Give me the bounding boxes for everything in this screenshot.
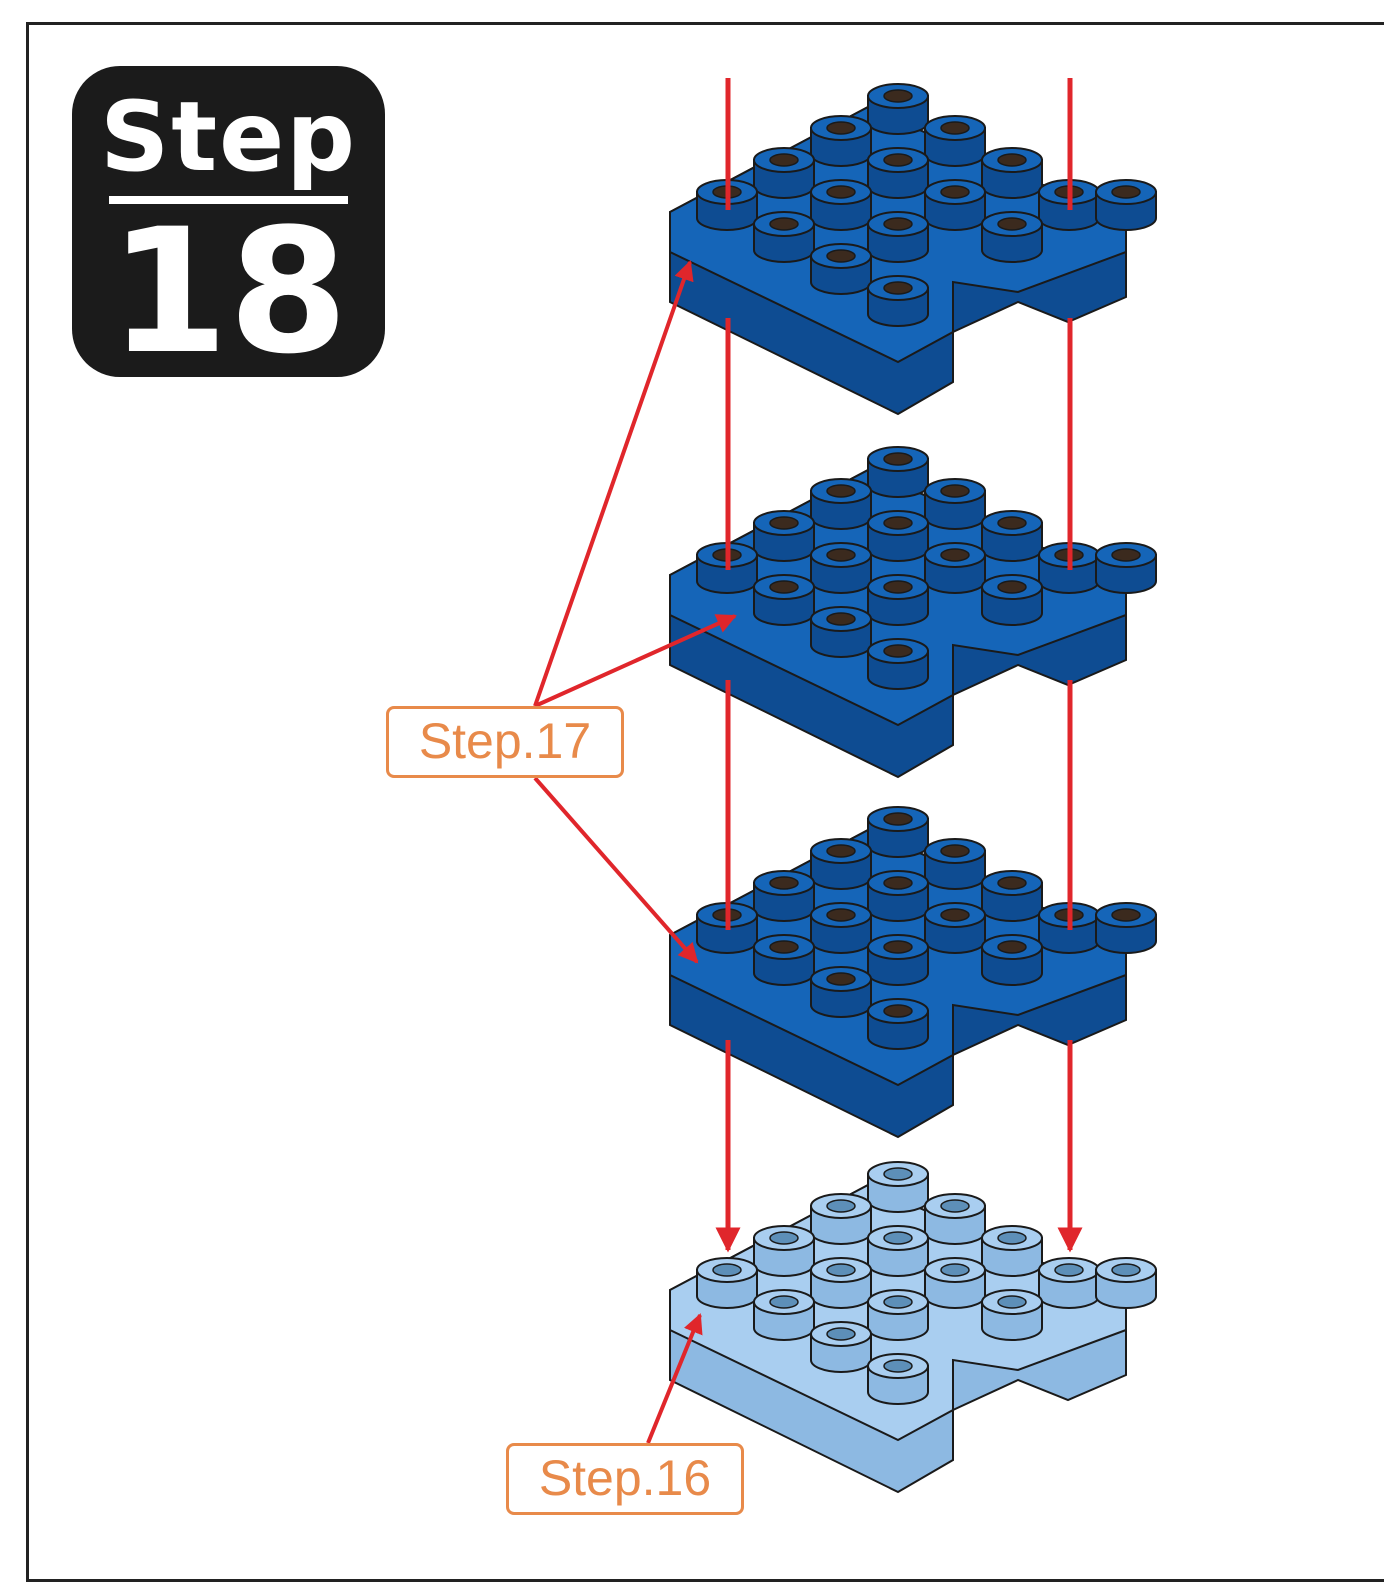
stud-hole	[883, 153, 913, 167]
stud-hole	[883, 281, 913, 295]
step17-arrow-middle	[534, 614, 737, 708]
stud-hole	[940, 1199, 970, 1213]
stud-hole	[883, 452, 913, 466]
stud-hole	[883, 217, 913, 231]
stud-hole	[940, 1263, 970, 1277]
step17-arrow-top	[533, 260, 694, 707]
stud-hole	[826, 612, 856, 626]
stud-hole	[997, 876, 1027, 890]
stud-hole	[940, 548, 970, 562]
stud-hole	[883, 940, 913, 954]
step16-arrow	[646, 1313, 703, 1444]
stud-hole	[826, 121, 856, 135]
stud-hole	[883, 580, 913, 594]
stud-hole	[769, 1295, 799, 1309]
light-blue-base	[669, 1161, 1157, 1494]
stud-hole	[883, 1167, 913, 1181]
stud-hole	[826, 1263, 856, 1277]
step-badge-divider	[109, 196, 348, 204]
stud-hole	[826, 548, 856, 562]
dark-blue-layer-3	[669, 806, 1157, 1139]
stud-hole	[769, 580, 799, 594]
stud-hole	[940, 844, 970, 858]
stud-hole	[883, 876, 913, 890]
stud-hole	[997, 940, 1027, 954]
assembly-arrows	[533, 78, 1083, 1444]
stud-hole	[997, 1295, 1027, 1309]
stud-hole	[940, 185, 970, 199]
stud-hole	[826, 1327, 856, 1341]
stud-hole	[997, 153, 1027, 167]
step-badge-number: 18	[108, 191, 349, 392]
stud-hole	[883, 1004, 913, 1018]
step16-callout: Step.16	[506, 1443, 744, 1515]
stud-hole	[826, 484, 856, 498]
stud-hole	[997, 580, 1027, 594]
stud-hole	[1111, 548, 1141, 562]
step17-callout: Step.17	[386, 706, 624, 778]
stud-hole	[826, 1199, 856, 1213]
stud-hole	[712, 1263, 742, 1277]
stud-hole	[883, 644, 913, 658]
stud-hole	[769, 516, 799, 530]
stud-hole	[883, 89, 913, 103]
stud-hole	[769, 217, 799, 231]
stud-hole	[1111, 908, 1141, 922]
step-badge-label: Step	[100, 81, 357, 193]
stud-hole	[826, 249, 856, 263]
stud-hole	[883, 1359, 913, 1373]
stud-hole	[883, 1295, 913, 1309]
stud-hole	[826, 844, 856, 858]
stud-hole	[940, 484, 970, 498]
stud-hole	[997, 1231, 1027, 1245]
stud-hole	[769, 940, 799, 954]
dark-blue-layer-1	[669, 83, 1157, 416]
stud-hole	[826, 972, 856, 986]
dark-blue-layer-2	[669, 446, 1157, 779]
stud-hole	[997, 516, 1027, 530]
assembly-diagram	[533, 78, 1157, 1494]
stud-hole	[769, 1231, 799, 1245]
stud-hole	[826, 185, 856, 199]
stud-hole	[769, 153, 799, 167]
stud-hole	[1054, 1263, 1084, 1277]
step-badge: Step 18	[72, 66, 385, 382]
stud-hole	[826, 908, 856, 922]
stud-hole	[940, 121, 970, 135]
stud-hole	[997, 217, 1027, 231]
step17-arrow-bottom	[533, 776, 699, 964]
stud-hole	[1111, 1263, 1141, 1277]
stud-hole	[883, 812, 913, 826]
stud-hole	[883, 516, 913, 530]
stud-hole	[1111, 185, 1141, 199]
stud-hole	[940, 908, 970, 922]
stud-hole	[769, 876, 799, 890]
stud-hole	[883, 1231, 913, 1245]
